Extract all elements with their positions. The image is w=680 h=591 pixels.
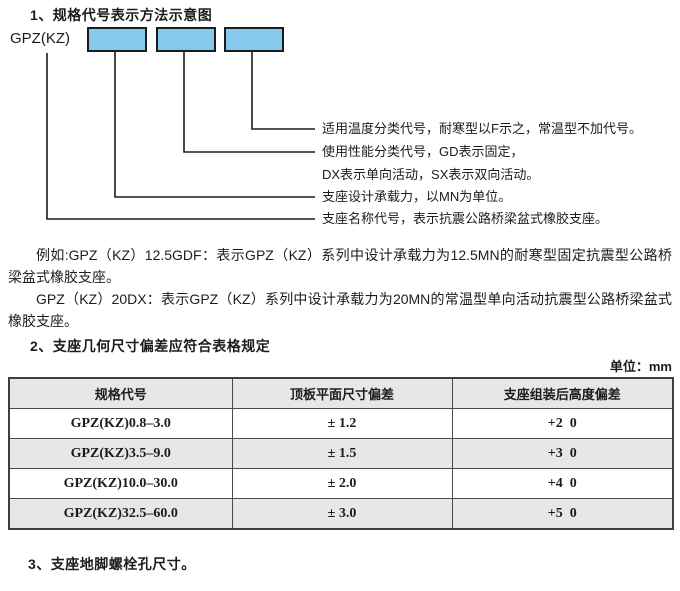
callout-name: 支座名称代号，表示抗震公路桥梁盆式橡胶支座。 <box>322 211 609 226</box>
example-paragraph-1: 例如:GPZ（KZ）12.5GDF：表示GPZ（KZ）系列中设计承载力为12.5… <box>8 247 672 285</box>
cell-height-deviation: +4 0 <box>451 468 674 499</box>
table-row: GPZ(KZ)0.8–3.0 ± 1.2 +2 0 <box>8 408 674 439</box>
connector-temperature-line <box>251 50 315 130</box>
cell-height-deviation: +2 0 <box>451 408 674 439</box>
section3-title: 3、支座地脚螺栓孔尺寸。 <box>28 556 196 572</box>
example-paragraphs: 例如:GPZ（KZ）12.5GDF：表示GPZ（KZ）系列中设计承载力为12.5… <box>8 244 672 332</box>
cell-spec-code: GPZ(KZ)10.0–30.0 <box>8 468 233 499</box>
cell-height-deviation: +3 0 <box>451 438 674 469</box>
cell-height-deviation: +5 0 <box>451 498 674 530</box>
tolerance-table: 规格代号 顶板平面尺寸偏差 支座组装后高度偏差 GPZ(KZ)0.8–3.0 ±… <box>8 377 674 530</box>
table-row: GPZ(KZ)10.0–30.0 ± 2.0 +4 0 <box>8 468 674 499</box>
cell-plate-deviation: ± 1.2 <box>231 408 453 439</box>
section1-title: 1、规格代号表示方法示意图 <box>30 7 213 23</box>
table-unit-label: 单位：mm <box>609 359 672 374</box>
callout-performance-line2: DX表示单向活动，SX表示双向活动。 <box>322 167 540 182</box>
example-paragraph-2: GPZ（KZ）20DX：表示GPZ（KZ）系列中设计承载力为20MN的常温型单向… <box>8 291 672 329</box>
spec-code-box-capacity <box>87 27 147 52</box>
col-header-plate-deviation: 顶板平面尺寸偏差 <box>231 377 453 409</box>
table-header-row: 规格代号 顶板平面尺寸偏差 支座组装后高度偏差 <box>8 377 674 409</box>
callout-performance-line1: 使用性能分类代号，GD表示固定， <box>322 144 524 159</box>
spec-code-box-performance <box>156 27 216 52</box>
section2-title: 2、支座几何尺寸偏差应符合表格规定 <box>30 338 271 354</box>
cell-plate-deviation: ± 3.0 <box>231 498 453 530</box>
table-row: GPZ(KZ)32.5–60.0 ± 3.0 +5 0 <box>8 498 674 530</box>
callout-temperature: 适用温度分类代号，耐寒型以F示之，常温型不加代号。 <box>322 121 642 136</box>
spec-code-box-temperature <box>224 27 284 52</box>
callout-connector-lines <box>46 50 315 220</box>
cell-spec-code: GPZ(KZ)3.5–9.0 <box>8 438 233 469</box>
cell-plate-deviation: ± 2.0 <box>231 468 453 499</box>
spec-prefix-label: GPZ(KZ) <box>10 30 70 47</box>
connector-name-line <box>46 53 315 220</box>
cell-spec-code: GPZ(KZ)0.8–3.0 <box>8 408 233 439</box>
table-row: GPZ(KZ)3.5–9.0 ± 1.5 +3 0 <box>8 438 674 469</box>
cell-plate-deviation: ± 1.5 <box>231 438 453 469</box>
col-header-spec-code: 规格代号 <box>8 377 233 409</box>
connector-capacity-line <box>114 50 315 198</box>
connector-performance-line <box>183 50 315 153</box>
callout-capacity: 支座设计承载力，以MN为单位。 <box>322 189 512 204</box>
col-header-height-deviation: 支座组装后高度偏差 <box>451 377 674 409</box>
cell-spec-code: GPZ(KZ)32.5–60.0 <box>8 498 233 530</box>
